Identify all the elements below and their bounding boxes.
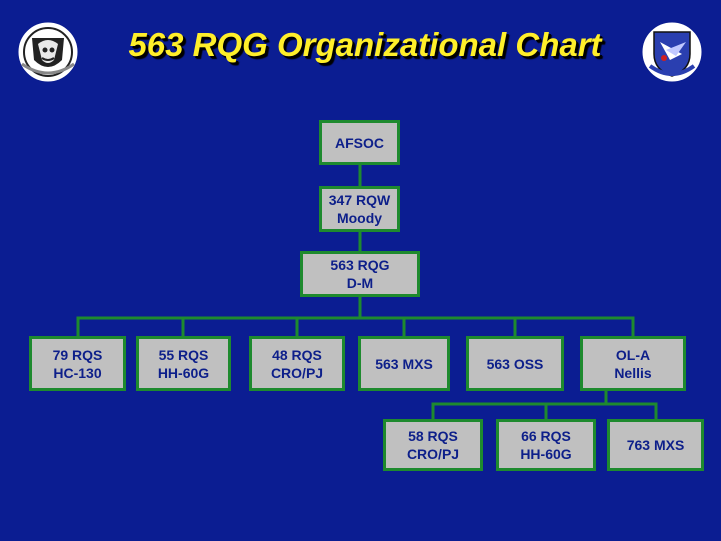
node-58-rqs-line2: CRO/PJ (406, 446, 460, 462)
node-58-rqs: 58 RQS CRO/PJ (383, 419, 483, 471)
node-763-mxs: 763 MXS (607, 419, 704, 471)
wing-shield-emblem-icon (641, 21, 703, 83)
node-48-rqs: 48 RQS CRO/PJ (249, 336, 345, 391)
node-563-oss-line1: 563 OSS (486, 355, 544, 372)
node-563-oss: 563 OSS (466, 336, 564, 391)
node-55-rqs: 55 RQS HH-60G (136, 336, 231, 391)
command-shield-emblem-icon (17, 21, 79, 83)
node-afsoc-line1: AFSOC (335, 134, 384, 151)
node-763-mxs-line1: 763 MXS (626, 437, 685, 453)
node-563-rqg-line2: D-M (346, 275, 374, 291)
node-ol-a-line2: Nellis (614, 364, 652, 381)
node-563-mxs-line1: 563 MXS (375, 355, 433, 372)
node-79-rqs-line1: 79 RQS (52, 346, 103, 363)
node-afsoc: AFSOC (319, 120, 400, 165)
node-563-mxs: 563 MXS (358, 336, 450, 391)
node-347-rqw-line1: 347 RQW (328, 192, 391, 208)
node-55-rqs-line2: HH-60G (157, 364, 210, 381)
node-58-rqs-line1: 58 RQS (408, 428, 458, 444)
node-347-rqw: 347 RQW Moody (319, 186, 400, 232)
node-66-rqs-line2: HH-60G (520, 446, 572, 462)
node-347-rqw-line2: Moody (336, 210, 383, 226)
node-ol-a: OL-A Nellis (580, 336, 686, 391)
node-48-rqs-line1: 48 RQS (272, 346, 322, 363)
node-563-rqg-line1: 563 RQG (330, 257, 390, 273)
node-563-rqg: 563 RQG D-M (300, 251, 420, 297)
node-ol-a-line1: OL-A (615, 346, 651, 363)
node-66-rqs-line1: 66 RQS (521, 428, 571, 444)
node-79-rqs-line2: HC-130 (53, 364, 102, 381)
page-title: 563 RQG Organizational Chart (128, 26, 602, 63)
node-48-rqs-line2: CRO/PJ (270, 364, 324, 381)
node-66-rqs: 66 RQS HH-60G (496, 419, 596, 471)
node-79-rqs: 79 RQS HC-130 (29, 336, 126, 391)
node-55-rqs-line1: 55 RQS (158, 346, 209, 363)
